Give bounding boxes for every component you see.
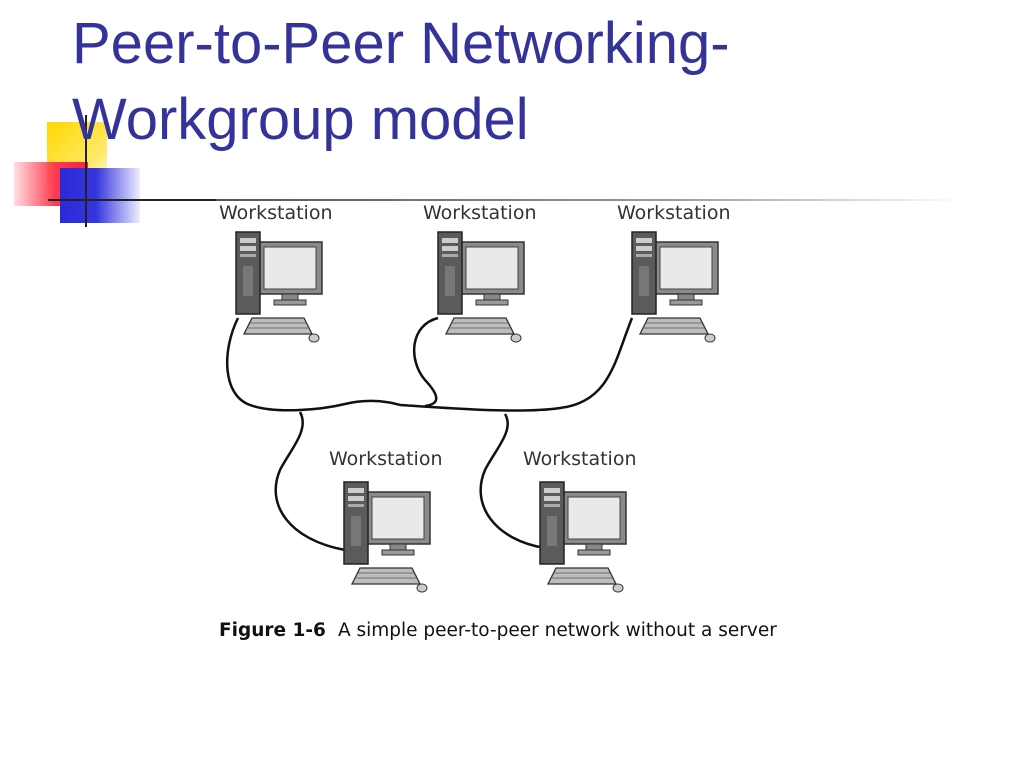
workstation-4: Workstation	[329, 448, 443, 593]
workstation-label: Workstation	[617, 202, 731, 224]
decor-horizontal-line	[48, 199, 216, 201]
desktop-computer-icon	[235, 231, 323, 343]
workstation-label: Workstation	[219, 202, 333, 224]
cable-ws2	[412, 316, 439, 408]
decor-vertical-line	[85, 115, 87, 227]
desktop-computer-icon	[631, 231, 719, 343]
workstation-label: Workstation	[329, 448, 443, 470]
cable-ws4	[274, 411, 346, 552]
title-line-1: Peer-to-Peer Networking-	[72, 11, 730, 76]
workstation-3: Workstation	[617, 202, 731, 343]
workstation-1: Workstation	[219, 202, 333, 343]
cable-ws1	[225, 317, 401, 412]
title-line-2: Workgroup model	[72, 87, 529, 152]
figure-caption: Figure 1-6 A simple peer-to-peer network …	[219, 620, 777, 641]
workstation-label: Workstation	[523, 448, 637, 470]
desktop-computer-icon	[437, 231, 525, 343]
figure-number: Figure 1-6	[219, 620, 326, 641]
network-cables	[225, 316, 634, 552]
desktop-computer-icon	[539, 481, 627, 593]
title-divider-line	[216, 199, 966, 201]
figure-caption-text: A simple peer-to-peer network without a …	[337, 620, 777, 641]
slide-title: Peer-to-Peer Networking- Workgroup model	[72, 6, 972, 158]
desktop-computer-icon	[343, 481, 431, 593]
workstation-label: Workstation	[423, 202, 537, 224]
workstation-2: Workstation	[423, 202, 537, 343]
cable-backbone	[399, 317, 634, 412]
cable-ws5	[479, 413, 546, 550]
workstation-5: Workstation	[523, 448, 637, 593]
decor-blue-square	[60, 168, 140, 223]
